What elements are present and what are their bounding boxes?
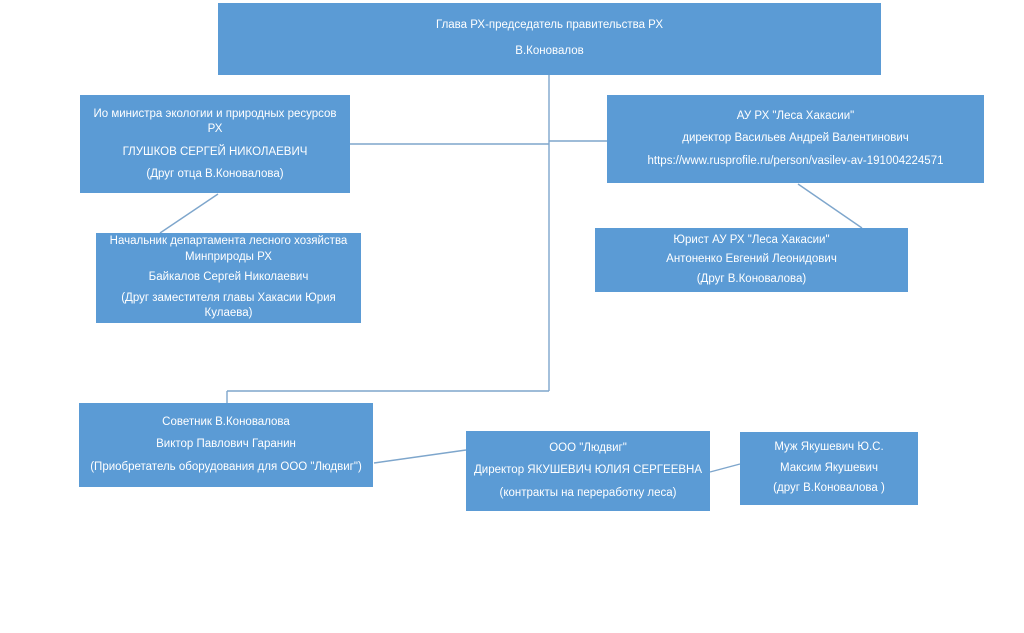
node-note: (Приобретатель оборудования для ООО "Люд… <box>90 460 362 473</box>
connector-lesa-lawyer <box>797 183 863 229</box>
node-title: Юрист АУ РХ "Леса Хакасии" <box>673 233 830 246</box>
node-person: Директор ЯКУШЕВИЧ ЮЛИЯ СЕРГЕЕВНА <box>474 464 703 477</box>
connector-ludwig-husband <box>709 463 741 473</box>
node-head-of-rh[interactable]: Глава РХ-председатель правительства РХ В… <box>218 3 881 75</box>
node-forestry-department-head[interactable]: Начальник департамента лесного хозяйства… <box>96 233 361 323</box>
node-person: директор Васильев Андрей Валентинович <box>682 132 909 145</box>
node-advisor-garanin[interactable]: Советник В.Коновалова Виктор Павлович Га… <box>79 403 373 487</box>
node-title: АУ РХ "Леса Хакасии" <box>736 109 855 122</box>
connector-minister-forestry <box>159 193 219 234</box>
node-person: Максим Якушевич <box>780 461 878 474</box>
connector-advisor-ludwig <box>373 449 467 464</box>
node-person: В.Коновалов <box>515 45 584 57</box>
node-ooo-ludwig[interactable]: ООО "Людвиг" Директор ЯКУШЕВИЧ ЮЛИЯ СЕРГ… <box>466 431 710 511</box>
node-husband-yakushevich[interactable]: Муж Якушевич Ю.С. Максим Якушевич (друг … <box>740 432 918 505</box>
node-lawyer-lesa-khakasii[interactable]: Юрист АУ РХ "Леса Хакасии" Антоненко Евг… <box>595 228 908 292</box>
node-title: Муж Якушевич Ю.С. <box>774 441 884 454</box>
node-note: (Друг В.Коновалова) <box>696 272 807 285</box>
node-title: ООО "Людвиг" <box>549 441 627 454</box>
node-person: Виктор Павлович Гаранин <box>156 438 296 451</box>
node-title: Глава РХ-председатель правительства РХ <box>435 19 663 32</box>
node-acting-minister[interactable]: Ио министра экологии и природных ресурсо… <box>80 95 350 193</box>
node-lesa-khakasii[interactable]: АУ РХ "Леса Хакасии" директор Васильев А… <box>607 95 984 183</box>
node-title: Советник В.Коновалова <box>162 415 290 428</box>
node-note: (друг В.Коновалова ) <box>773 482 885 495</box>
node-note: (Друг заместителя главы Хакасии Юрия Кул… <box>121 291 336 320</box>
node-person: ГЛУШКОВ СЕРГЕЙ НИКОЛАЕВИЧ <box>122 145 308 158</box>
node-note: (Друг отца В.Коновалова) <box>146 168 284 181</box>
node-title: Ио министра экологии и природных ресурсо… <box>93 107 337 136</box>
node-title: Начальник департамента лесного хозяйства… <box>109 235 348 263</box>
node-note: (контракты на переработку леса) <box>499 486 677 499</box>
node-person: Антоненко Евгений Леонидович <box>666 253 837 266</box>
node-url: https://www.rusprofile.ru/person/vasilev… <box>647 154 944 167</box>
node-person: Байкалов Сергей Николаевич <box>148 271 309 284</box>
